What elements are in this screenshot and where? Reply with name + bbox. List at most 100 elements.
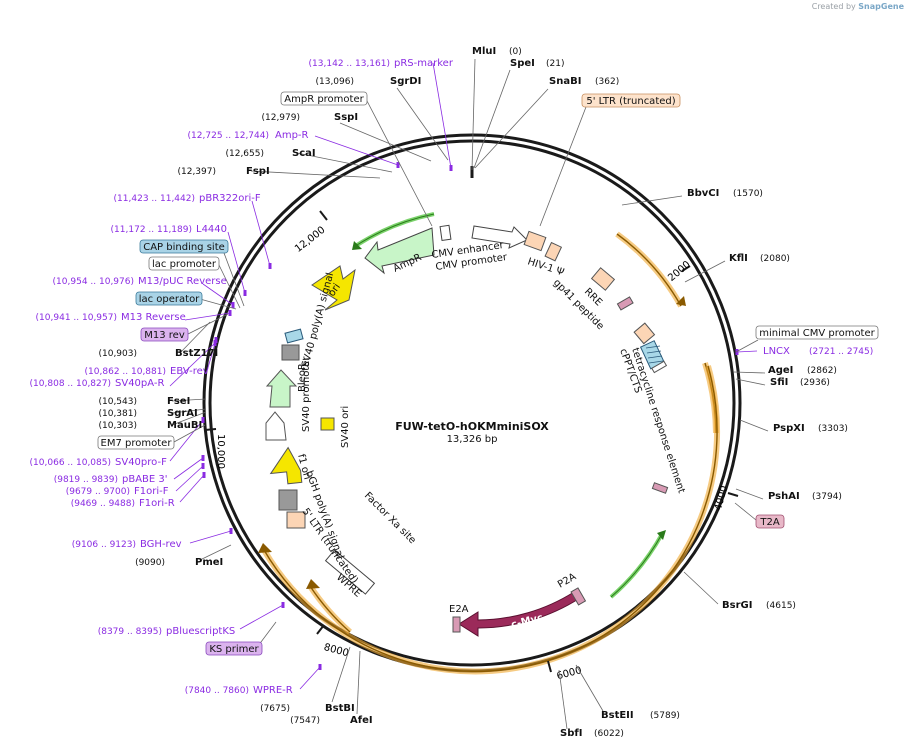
feature-factor-xa: Factor Xa site	[362, 490, 418, 546]
plasmid-length: 13,326 bp	[447, 434, 498, 445]
primer-mark-pbr322ori-f	[268, 263, 272, 269]
enzyme-pos-afei: (7547)	[290, 716, 320, 726]
enzyme-pos-bsteii: (5789)	[650, 711, 680, 721]
leader-snabi	[474, 88, 549, 169]
tick-label-12000: 12,000	[293, 225, 327, 255]
ampr-arrow	[364, 227, 435, 275]
enzyme-bbvci: BbvCI	[687, 188, 719, 199]
primer-mark-sv40pro-f	[201, 417, 205, 423]
box-leader-minimal_cmv	[735, 339, 759, 353]
tick-12000	[319, 210, 328, 221]
green-arc-top-line	[356, 213, 435, 246]
primer-pos-m13-puc-reverse: (10,954 .. 10,976)	[53, 277, 134, 287]
enzyme-pos-maubi: (10,303)	[98, 421, 137, 431]
box-leader-t2a	[734, 502, 757, 521]
leader-lines	[169, 58, 769, 730]
primer-mark-bgh-rev	[229, 528, 233, 534]
feature-bleor: BleoR	[297, 363, 308, 392]
primer-pos-sv40pa-r: (10,808 .. 10,827)	[30, 379, 111, 389]
enzyme-pos-sbfi: (6022)	[594, 729, 624, 739]
box-leader-lac_operator	[199, 298, 237, 310]
primer-pos-sv40pro-f: (10,066 .. 10,085)	[30, 458, 111, 468]
band-inner-bottom-arrow	[306, 579, 320, 589]
cmv-small-box	[439, 224, 452, 242]
primer-mark-prs-marker	[449, 165, 453, 171]
credit-brand: SnapGene	[858, 2, 904, 11]
enzyme-pos-fsei: (10,543)	[98, 397, 137, 407]
primer-leader-bgh-rev	[189, 530, 232, 544]
enzyme-pos-snabi: (362)	[595, 77, 619, 87]
box-cap-site	[139, 239, 229, 254]
band-upper-right-line	[616, 233, 682, 307]
tre-stripe2	[646, 350, 662, 354]
box-leader-em7	[173, 424, 206, 443]
enzyme-bsteii: BstEII	[601, 710, 634, 721]
primer-leader-lncx	[736, 350, 758, 353]
enzyme-sgrai: SgrAI	[167, 408, 198, 419]
primer-pos-lncx: (2721 .. 2745)	[809, 347, 873, 357]
tre-stripe4	[648, 360, 664, 364]
box-label-lac-promoter: lac promoter	[152, 259, 217, 270]
backbone-inner	[208, 139, 736, 667]
primer-pos-bgh-rev: (9106 .. 9123)	[72, 540, 136, 550]
tre-stripe1	[645, 345, 661, 349]
box-ampr-promoter	[280, 91, 368, 106]
leader-sfii	[735, 378, 766, 386]
bleor-arrow	[265, 369, 298, 408]
primer-mark-f1ori-r	[202, 472, 206, 478]
p2a-box	[570, 587, 587, 606]
primer-leader-sv40pa-r	[169, 342, 216, 387]
primer-pos-l4440: (11,172 .. 11,189)	[111, 225, 192, 235]
box-five-ltr-trunc	[581, 93, 681, 108]
primer-m13-puc-reverse: M13/pUC Reverse	[138, 276, 227, 287]
leader-maubi	[171, 411, 207, 426]
enzyme-pos-sspi: (12,979)	[261, 113, 300, 123]
box-m13-rev	[140, 327, 189, 342]
enzyme-pos-sgrai: (10,381)	[98, 409, 137, 419]
primer-pos-prs-marker: (13,142 .. 13,161)	[309, 59, 390, 69]
feature-cmyc: c-Myc	[510, 612, 544, 631]
primer-mark-m13-puc-reverse	[231, 302, 235, 308]
primer-pos-f1ori-r: (9469 .. 9488)	[71, 499, 135, 509]
primer-mark-pbluescriptks	[281, 602, 285, 608]
bgh-box	[278, 489, 298, 511]
box-label-cap-site: CAP binding site	[143, 242, 225, 253]
box-lac-promoter	[148, 256, 220, 271]
enzyme-pspxi: PspXI	[773, 423, 805, 434]
enzyme-sgrdi: SgrDI	[390, 76, 421, 87]
leader-sgrai	[171, 408, 207, 414]
primer-mark-wpre-r	[318, 664, 322, 670]
snapgene-credit: Created by SnapGene	[812, 2, 904, 11]
enzyme-scai: ScaI	[292, 148, 316, 159]
enzyme-maubi: MauBI	[167, 420, 202, 431]
cmyc-arrow	[458, 591, 581, 637]
tick-8000	[316, 624, 325, 635]
tick-6000	[547, 660, 552, 673]
primer-leader-m13-puc-reverse	[202, 283, 234, 306]
tick-label-8000: 8000	[322, 642, 349, 659]
primer-leader-prs-marker	[432, 62, 452, 169]
enzyme-pos-mlui: (0)	[509, 47, 522, 57]
primer-pos-pbluescriptks: (8379 .. 8395)	[98, 627, 162, 637]
primer-leader-f1ori-f	[175, 465, 204, 492]
primer-leader-pbluescriptks	[239, 604, 284, 630]
leader-kfli	[684, 260, 726, 283]
primer-pos-f1ori-f: (9679 .. 9700)	[66, 487, 130, 497]
green-arc-right	[609, 533, 664, 599]
enzyme-sspi: SspI	[334, 112, 358, 123]
primer-sv40pa-r: SV40pA-R	[115, 378, 164, 389]
primer-pbluescriptks: pBluescriptKS	[166, 626, 235, 637]
enzyme-afei: AfeI	[350, 715, 373, 726]
enzyme-pos-kfli: (2080)	[760, 254, 790, 264]
leader-pmei	[199, 544, 232, 561]
leader-scai	[296, 152, 393, 173]
leader-bstz17i	[179, 321, 211, 354]
box-leader-m13_rev	[187, 313, 229, 335]
primer-leader-l4440	[227, 231, 246, 294]
leader-agei	[733, 371, 766, 374]
green-arc-right-line	[610, 533, 663, 598]
leader-sbfi	[558, 669, 568, 730]
tick-2000	[681, 265, 691, 272]
primer-pbabe-3-: pBABE 3'	[122, 474, 168, 485]
enzyme-pos-sfii: (2936)	[800, 378, 830, 388]
